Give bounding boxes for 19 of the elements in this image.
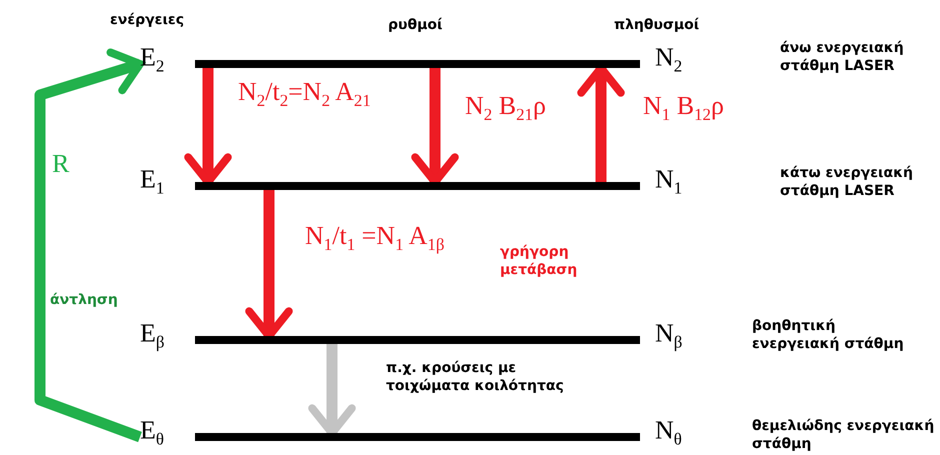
column-heading: ενέργειες bbox=[110, 12, 184, 30]
energy-symbol: E$_{θ}$ bbox=[140, 417, 164, 449]
energy-symbol: E$_{2}$ bbox=[140, 44, 164, 76]
annotation: κάτω ενεργειακή στάθμη LASER bbox=[780, 165, 914, 200]
population-symbol: N$_{θ}$ bbox=[655, 417, 682, 449]
population-symbol: N$_{1}$ bbox=[655, 166, 682, 198]
column-heading: ρυθμοί bbox=[388, 17, 442, 34]
annotation: π.χ. κρούσεις με τοιχώματα κοιλότητας bbox=[386, 360, 565, 395]
annotation: θεμελιώδης ενεργειακή στάθμη bbox=[752, 418, 936, 453]
arrow bbox=[34, 48, 144, 442]
annotation: άντληση bbox=[50, 292, 118, 310]
annotation: βοηθητική ενεργειακή στάθμη bbox=[752, 318, 905, 353]
energy-symbol: E$_{β}$ bbox=[140, 320, 164, 352]
energy-symbol: E$_{1}$ bbox=[140, 166, 164, 198]
column-heading: πληθυσμοί bbox=[614, 17, 700, 34]
population-symbol: N$_{2}$ bbox=[655, 44, 682, 76]
annotation: άνω ενεργειακή στάθμη LASER bbox=[780, 40, 905, 75]
annotation: γρήγορη μετάβαση bbox=[500, 244, 578, 279]
population-symbol: N$_{β}$ bbox=[655, 320, 682, 352]
